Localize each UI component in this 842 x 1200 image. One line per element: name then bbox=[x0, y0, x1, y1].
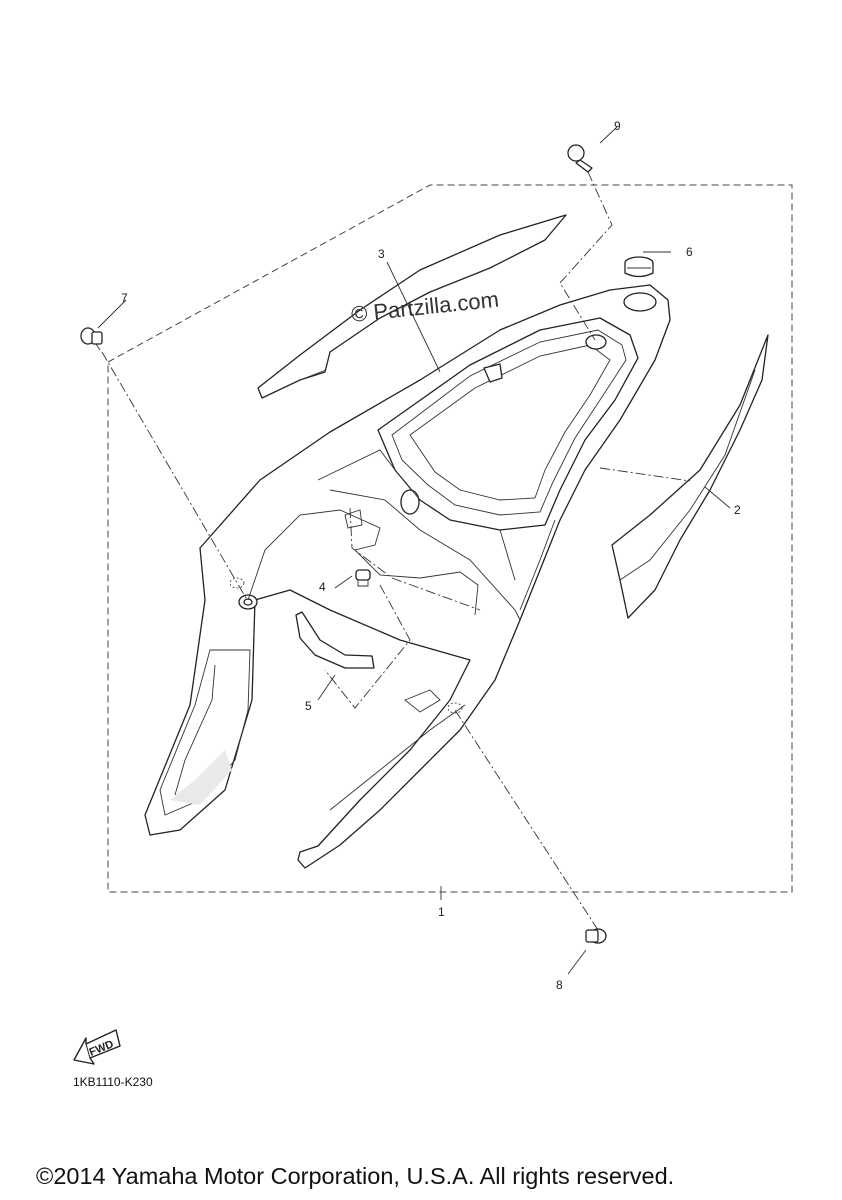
part-1-seat-cowl[interactable] bbox=[144, 284, 671, 869]
cable-harness bbox=[247, 509, 479, 616]
callout-1: 1 bbox=[438, 905, 445, 919]
callout-8: 8 bbox=[556, 978, 563, 992]
callout-5: 5 bbox=[305, 699, 312, 713]
part-9-bolt[interactable] bbox=[567, 144, 593, 173]
callout-3: 3 bbox=[378, 247, 385, 261]
assembly-frame bbox=[107, 184, 793, 893]
callout-2: 2 bbox=[734, 503, 741, 517]
part-5-curved-strip[interactable] bbox=[295, 611, 375, 669]
part-2-side-panel[interactable] bbox=[611, 334, 769, 619]
callout-6: 6 bbox=[686, 245, 693, 259]
callout-7: 7 bbox=[121, 291, 128, 305]
part-8-rivet[interactable] bbox=[585, 928, 607, 944]
part-3-side-strip[interactable] bbox=[257, 214, 567, 399]
part-4-grommet[interactable] bbox=[355, 569, 371, 587]
leader-lines bbox=[97, 126, 731, 975]
callout-9: 9 bbox=[614, 119, 621, 133]
part-6-cap-plug[interactable] bbox=[624, 256, 654, 278]
fwd-arrow-icon: FWD bbox=[73, 1029, 121, 1065]
part-7-rivet[interactable] bbox=[80, 327, 103, 351]
diagram-code: 1KB1110-K230 bbox=[73, 1075, 153, 1089]
callout-4: 4 bbox=[319, 580, 326, 594]
copyright-notice: ©2014 Yamaha Motor Corporation, U.S.A. A… bbox=[36, 1163, 675, 1189]
